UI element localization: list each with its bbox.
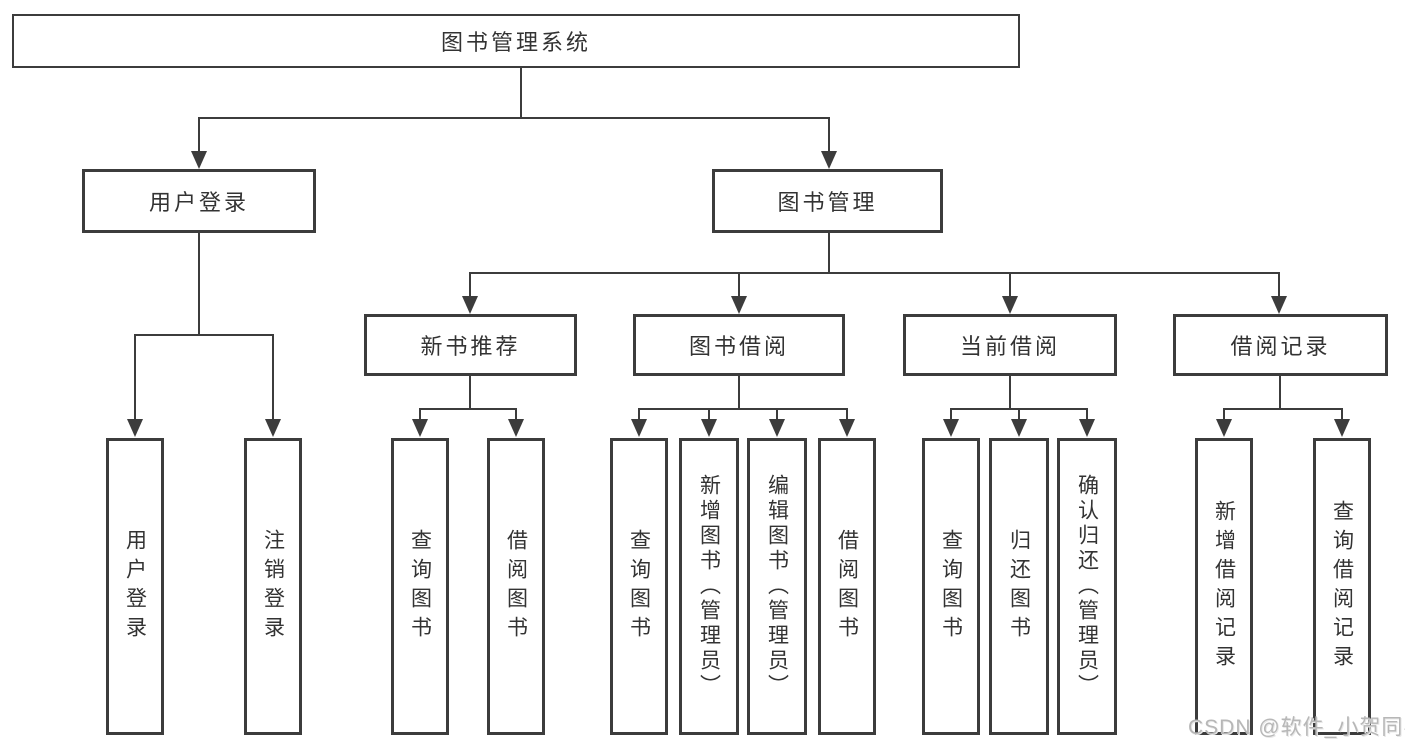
leaf-bb-borrow-book: 借阅图书: [818, 438, 876, 735]
leaf-bb-add-book-admin: 新增图书（管理员）: [679, 438, 739, 735]
connector-stem-current-borrow: [1009, 272, 1011, 300]
connector-stem-leaf-user-login: [134, 334, 136, 422]
arrowhead-bb-borrow: [839, 419, 855, 437]
connector-stem-br-query: [1341, 408, 1343, 422]
leaf-logout: 注销登录: [244, 438, 302, 735]
connector-stem-leaf-logout: [272, 334, 274, 422]
arrowhead-leaf-logout: [265, 419, 281, 437]
arrowhead-user-login: [191, 151, 207, 169]
leaf-nb-query-book: 查询图书: [391, 438, 449, 735]
connector-root-drop: [520, 68, 522, 119]
arrowhead-bb-query: [631, 419, 647, 437]
connector-stem-bb-borrow: [846, 408, 848, 422]
connector-stem-nb-query: [419, 408, 421, 422]
arrowhead-nb-borrow: [508, 419, 524, 437]
arrowhead-cb-query: [943, 419, 959, 437]
connector-user-login-rail: [134, 334, 274, 336]
leaf-bb-query-book: 查询图书: [610, 438, 668, 735]
connector-stem-user-login: [198, 117, 200, 155]
arrowhead-br-query: [1334, 419, 1350, 437]
connector-stem-book-management: [828, 117, 830, 155]
arrowhead-cb-confirm: [1079, 419, 1095, 437]
connector-level3-rail: [469, 272, 1280, 274]
connector-stem-nb-borrow: [515, 408, 517, 422]
csdn-watermark: CSDN @软件_小贺同学: [1188, 716, 1405, 739]
leaf-br-add-record: 新增借阅记录: [1195, 438, 1253, 735]
node-book-management: 图书管理: [712, 169, 943, 233]
arrowhead-bb-edit: [769, 419, 785, 437]
leaf-cb-return-book: 归还图书: [989, 438, 1049, 735]
connector-stem-bb-edit: [776, 408, 778, 422]
leaf-bb-edit-book-admin: 编辑图书（管理员）: [747, 438, 807, 735]
arrowhead-br-add: [1216, 419, 1232, 437]
connector-stem-cb-return: [1018, 408, 1020, 422]
connector-stem-bb-add: [708, 408, 710, 422]
connector-stem-borrow-record: [1278, 272, 1280, 300]
connector-bb-drop: [738, 376, 740, 410]
leaf-nb-borrow-book: 借阅图书: [487, 438, 545, 735]
connector-user-login-drop: [198, 233, 200, 336]
arrowhead-book-borrow: [731, 296, 747, 314]
node-borrow-record: 借阅记录: [1173, 314, 1388, 376]
connector-br-drop: [1279, 376, 1281, 410]
connector-bb-rail: [638, 408, 848, 410]
connector-br-rail: [1223, 408, 1343, 410]
connector-nb-rail: [419, 408, 517, 410]
connector-stem-cb-query: [950, 408, 952, 422]
connector-stem-cb-confirm: [1086, 408, 1088, 422]
leaf-cb-confirm-return-admin: 确认归还（管理员）: [1057, 438, 1117, 735]
arrowhead-borrow-record: [1271, 296, 1287, 314]
node-new-book-recommend: 新书推荐: [364, 314, 577, 376]
node-root-library-system: 图书管理系统: [12, 14, 1020, 68]
connector-nb-drop: [469, 376, 471, 410]
node-user-login: 用户登录: [82, 169, 316, 233]
arrowhead-new-book-recommend: [462, 296, 478, 314]
connector-cb-drop: [1009, 376, 1011, 410]
arrowhead-nb-query: [412, 419, 428, 437]
arrowhead-cb-return: [1011, 419, 1027, 437]
connector-stem-bb-query: [638, 408, 640, 422]
node-book-borrow: 图书借阅: [633, 314, 845, 376]
connector-book-management-drop: [828, 233, 830, 274]
leaf-br-query-record: 查询借阅记录: [1313, 438, 1371, 735]
connector-level2-rail: [198, 117, 830, 119]
connector-stem-new-book-recommend: [469, 272, 471, 300]
connector-stem-br-add: [1223, 408, 1225, 422]
arrowhead-bb-add: [701, 419, 717, 437]
leaf-user-login: 用户登录: [106, 438, 164, 735]
leaf-cb-query-book: 查询图书: [922, 438, 980, 735]
node-current-borrow: 当前借阅: [903, 314, 1117, 376]
arrowhead-book-management: [821, 151, 837, 169]
arrowhead-current-borrow: [1002, 296, 1018, 314]
connector-stem-book-borrow: [738, 272, 740, 300]
arrowhead-leaf-user-login: [127, 419, 143, 437]
